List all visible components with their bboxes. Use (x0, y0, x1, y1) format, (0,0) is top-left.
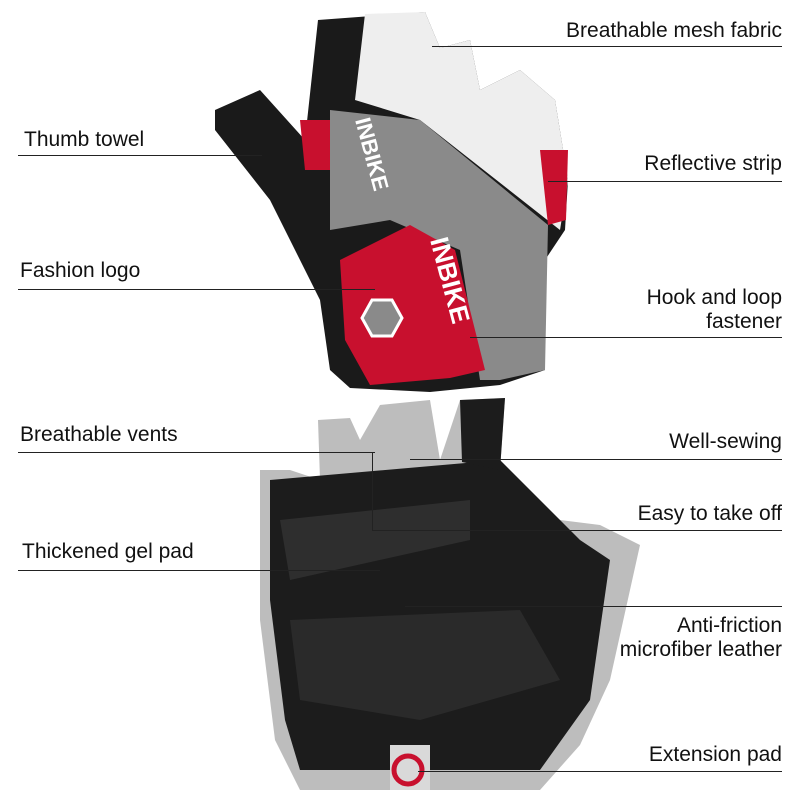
callout-easy-take-off: Easy to take off (637, 502, 782, 525)
leader-line (372, 452, 373, 530)
callout-breathable-mesh: Breathable mesh fabric (566, 19, 782, 42)
leader-line (18, 570, 380, 571)
leader-line (18, 452, 375, 453)
leader-line (18, 289, 375, 290)
leader-line (432, 46, 782, 47)
leader-line (18, 155, 262, 156)
callout-well-sewing: Well-sewing (669, 430, 782, 453)
callout-fashion-logo: Fashion logo (20, 259, 141, 282)
glove-palm (260, 398, 640, 790)
leader-line (418, 771, 782, 772)
leader-line (372, 530, 782, 531)
callout-anti-friction-2: microfiber leather (619, 638, 782, 661)
glove-back: INBIKE INBIKE (215, 12, 568, 392)
leader-line (405, 606, 782, 607)
callout-hook-loop-2: fastener (706, 310, 782, 333)
leader-line (470, 337, 782, 338)
callout-anti-friction-1: Anti-friction (676, 614, 782, 637)
leader-line (410, 459, 782, 460)
callout-extension-pad: Extension pad (648, 743, 782, 766)
callout-breathable-vents: Breathable vents (20, 423, 178, 446)
leader-line (548, 181, 782, 182)
callout-thumb-towel: Thumb towel (24, 128, 145, 151)
callout-hook-loop-1: Hook and loop (646, 286, 782, 309)
callout-reflective-strip: Reflective strip (644, 152, 782, 175)
callout-gel-pad: Thickened gel pad (22, 540, 194, 563)
